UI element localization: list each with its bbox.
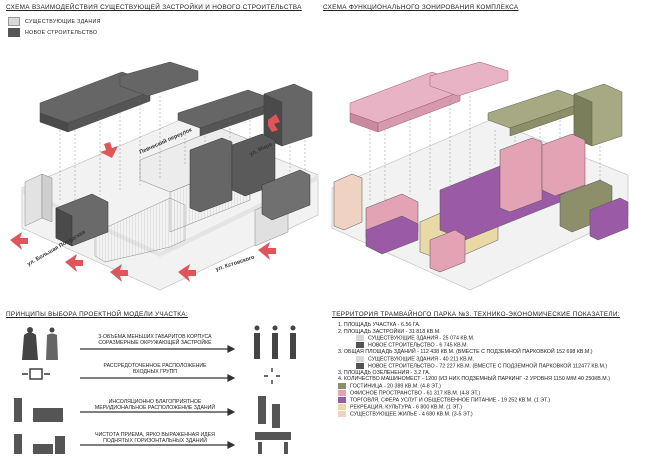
- right-panel-title: Схема функционального зонирования компле…: [323, 4, 519, 11]
- left-floating-new: [39, 61, 313, 147]
- tep-swatch-existing: [356, 335, 364, 342]
- legend-label-existing: Существующие здания: [25, 18, 101, 25]
- principle-3-line-1: инсоляционно благоприятное: [108, 399, 202, 405]
- right-floating-hotel: [487, 83, 623, 147]
- tep-row: существующие здания - 25 074 кв.м.: [338, 335, 610, 342]
- legend-swatch-new: [8, 28, 20, 37]
- tep-row: 3. Общая площадь зданий - 112 438 кв.м. …: [338, 349, 610, 356]
- tep-swatch-office: [338, 389, 346, 396]
- tep-row-text: новое строительство - 72 227 кв.м. (вмес…: [368, 363, 608, 370]
- tep-swatch-retail: [338, 396, 346, 403]
- tep-row: 2. Площадь застройки - 31 818 кв.м.: [338, 329, 610, 336]
- right-floating-office: [349, 61, 509, 133]
- tep-row: офисное пространство - 61 317 кв.м. (4-8…: [338, 389, 610, 397]
- tep-row: рекреация, культура - 6 800 кв.м. (1 эт.…: [338, 403, 610, 411]
- tep-swatch-new: [356, 342, 364, 349]
- legend-label-new: Новое строительство: [25, 29, 98, 36]
- tep-swatch-housing: [338, 410, 346, 417]
- tep-row-text: офисное пространство - 61 317 кв.м. (4-8…: [350, 390, 481, 397]
- tep-row-text: торговля, сфера услуг и общественное пит…: [350, 397, 550, 404]
- principle-4-icons: [14, 432, 291, 454]
- tep-row-text: существующие здания - 40 211 кв.м.: [368, 356, 474, 363]
- tep-row-text: Гостиница - 20 389 кв.м. (4-8 эт.): [350, 383, 441, 390]
- left-entry-arrows: [10, 114, 280, 282]
- tep-row-text: 4. Количество машиномест - 1200 (из них …: [338, 376, 610, 383]
- tep-row-text: 3. Площадь озеленения - 3.2 га.: [338, 369, 431, 376]
- tep-row: Гостиница - 20 389 кв.м. (4-8 эт.): [338, 382, 610, 390]
- tep-title: Территория трамвайного парка №3. Технико…: [332, 311, 620, 318]
- tep-swatch-recreation: [338, 403, 346, 410]
- right-ground-buildings: [333, 133, 629, 273]
- tep-row: 3. Площадь озеленения - 3.2 га.: [338, 370, 610, 377]
- tep-swatch-existing: [356, 355, 364, 362]
- tep-row-text: новое строительство - 6 745 кв.м.: [368, 342, 469, 349]
- principle-2-line-1: рассредоточенное расположение: [103, 363, 207, 369]
- principle-2-line-2: входных групп: [132, 369, 178, 375]
- principle-2-icons: [22, 368, 280, 384]
- tep-row: 1. Площадь участка - 6.56 га.: [338, 322, 610, 329]
- tep-swatch-hotel: [338, 382, 346, 389]
- principle-4-text: чистота приема, ярко выраженная идея под…: [85, 432, 225, 444]
- principle-3-icons: [14, 396, 280, 428]
- principle-2-text: рассредоточенное расположение входных гр…: [85, 363, 225, 375]
- legend-existing: Существующие здания: [8, 17, 101, 26]
- principle-1-line-2: соразмерные окружающей застройке: [98, 340, 212, 346]
- left-ground-new: [55, 133, 311, 247]
- tep-row: торговля, сфера услуг и общественное пит…: [338, 396, 610, 404]
- principles-arrows: [80, 345, 236, 449]
- principle-1-text: 3-объема меньших габаритов корпуса сораз…: [85, 334, 225, 346]
- tep-row: существующее жилье - 4 680 кв.м. (3-5 эт…: [338, 410, 610, 418]
- principle-3-line-2: меридиональное расположение зданий: [94, 405, 216, 411]
- principle-4-line-1: чистота приема, ярко выраженная идея: [95, 432, 215, 438]
- tep-row-text: существующие здания - 25 074 кв.м.: [368, 335, 475, 342]
- tep-row: существующие здания - 40 211 кв.м.: [338, 355, 610, 363]
- principle-4-line-2: поднятых горизонтальных зданий: [103, 438, 207, 444]
- tep-row-text: рекреация, культура - 6 800 кв.м. (1 эт.…: [350, 404, 463, 411]
- tep-row-text: 1. Площадь участка - 6.56 га.: [338, 322, 421, 328]
- tep-row-text: 2. Площадь застройки - 31 818 кв.м.: [338, 328, 441, 335]
- tep-row-text: существующее жилье - 4 680 кв.м. (3-5 эт…: [350, 411, 473, 418]
- legend-swatch-existing: [8, 17, 20, 26]
- principles-title: Принципы выбора проектной модели участка…: [6, 311, 188, 318]
- tep-row: 4. Количество машиномест - 1200 (из них …: [338, 376, 610, 383]
- legend-new: Новое строительство: [8, 28, 97, 37]
- tep-row: новое строительство - 72 227 кв.м. (вмес…: [338, 362, 610, 370]
- tep-row-text: 3. Общая площадь зданий - 112 438 кв.м. …: [338, 349, 593, 356]
- tep-list: 1. Площадь участка - 6.56 га. 2. Площадь…: [338, 322, 610, 418]
- left-panel-title: Схема взаимодействия существующей застро…: [6, 4, 302, 11]
- tep-swatch-new: [356, 362, 364, 369]
- tep-row: новое строительство - 6 745 кв.м.: [338, 342, 610, 349]
- principle-3-text: инсоляционно благоприятное меридионально…: [85, 399, 225, 411]
- principle-1-line-1: 3-объема меньших габаритов корпуса: [98, 334, 212, 340]
- principle-1-figures: [22, 325, 296, 360]
